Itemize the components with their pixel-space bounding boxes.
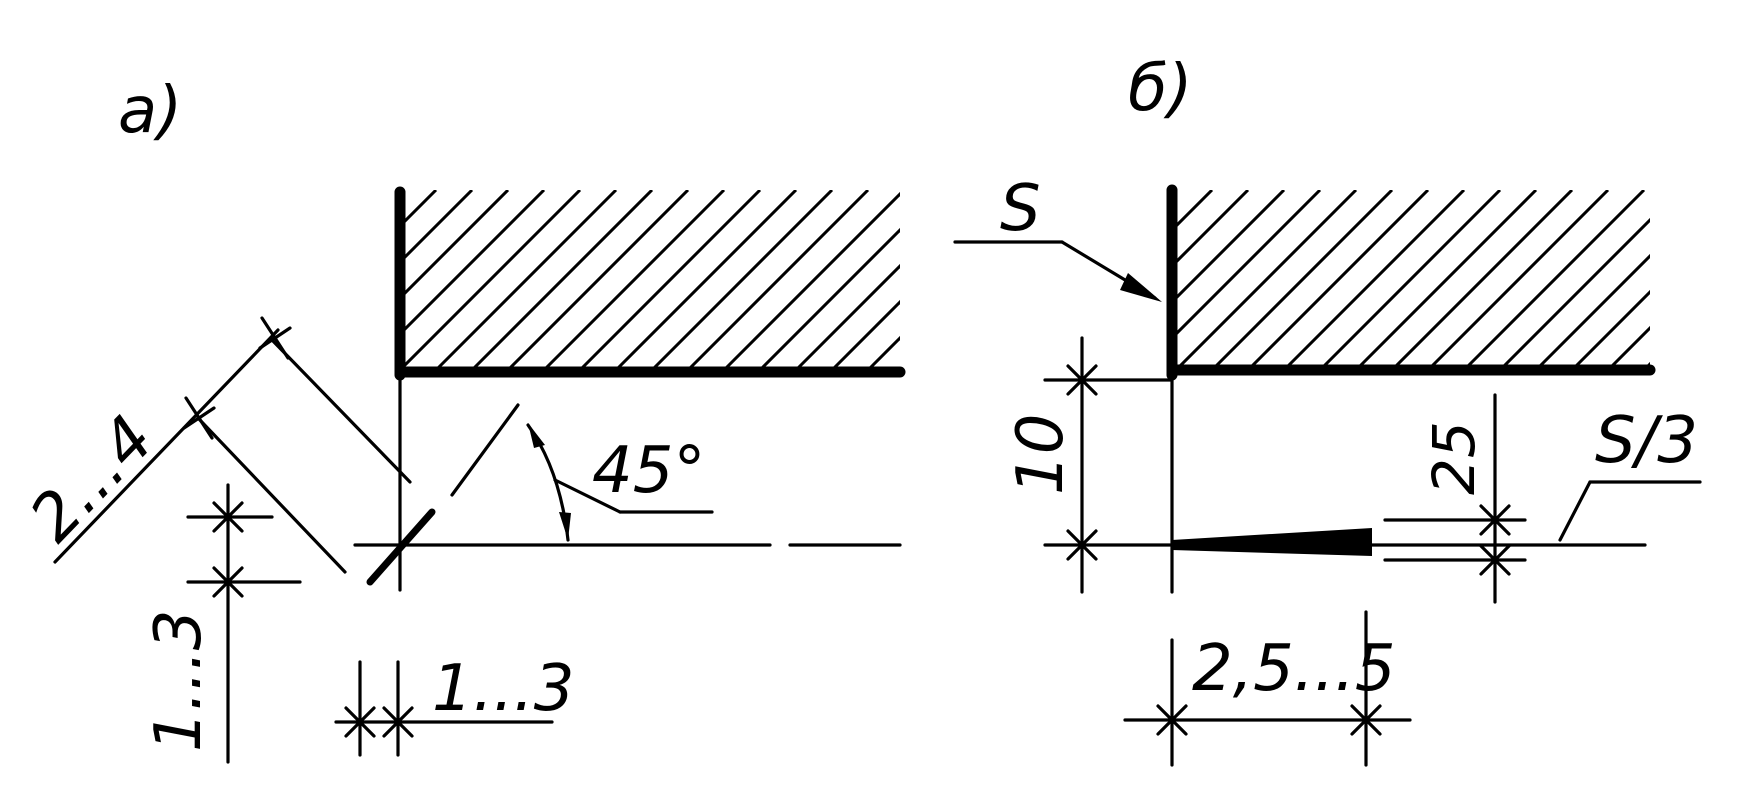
panel-b: б) S 10 25 S/3 xyxy=(953,52,1755,767)
hatch-line xyxy=(400,190,402,193)
hatch-line xyxy=(614,190,798,370)
panel-a-angle-arrow-bottom xyxy=(559,512,571,540)
hatch-line xyxy=(1426,190,1610,370)
hatch-line xyxy=(1680,190,1755,370)
panel-a-vert-text: 1...3 xyxy=(142,610,216,752)
panel-b-wedge xyxy=(1172,528,1372,556)
hatch-line xyxy=(434,190,618,370)
panel-a-horiz-text: 1...3 xyxy=(432,652,574,726)
panel-b-25-tick-1 xyxy=(1479,504,1511,536)
panel-b-10-text: 10 xyxy=(1004,414,1078,495)
hatch-line xyxy=(1534,253,1650,370)
hatch-line xyxy=(578,190,762,370)
hatch-line xyxy=(400,190,546,337)
panel-a-horiz-tick-1 xyxy=(344,706,376,738)
panel-a-45-line xyxy=(450,403,520,497)
hatch-line xyxy=(542,190,726,370)
hatch-line xyxy=(1176,190,1214,229)
hatch-line xyxy=(1176,190,1286,301)
hatch-line xyxy=(506,190,690,370)
hatch-line xyxy=(400,190,474,265)
panel-a: а) 45° 2...4 1...3 xyxy=(16,74,1084,764)
hatch-line xyxy=(866,335,900,370)
hatch-line xyxy=(1570,289,1650,370)
hatch-line xyxy=(1390,190,1574,370)
panel-b-label: б) xyxy=(1128,52,1192,126)
hatch-line xyxy=(1318,190,1502,370)
panel-b-25-tick-2 xyxy=(1479,544,1511,576)
panel-a-ext-line-2 xyxy=(270,338,412,484)
hatch-line xyxy=(400,190,510,301)
hatch-line xyxy=(1462,190,1646,370)
hatch-line xyxy=(686,190,870,370)
panel-b-s3-text: S/3 xyxy=(1595,404,1698,478)
panel-a-bevel-stroke xyxy=(366,508,436,586)
hatch-line xyxy=(1642,361,1650,370)
hatch-line xyxy=(650,190,834,370)
panel-b-horiz-text: 2,5...5 xyxy=(1192,632,1396,706)
panel-a-diag-dim-line xyxy=(53,328,280,564)
hatch-line xyxy=(1176,190,1358,370)
panel-a-vert-tick-2 xyxy=(212,566,244,598)
panel-b-25-text: 25 xyxy=(1420,421,1488,495)
panel-b-s-label: S xyxy=(1000,172,1041,246)
hatch-line xyxy=(1606,325,1650,370)
hatch-line xyxy=(1176,190,1250,265)
panel-a-angle-text: 45° xyxy=(592,434,705,508)
hatch-line xyxy=(1210,190,1394,370)
panel-b-hatched-section xyxy=(1176,190,1755,370)
panel-a-horiz-tick-2 xyxy=(382,706,414,738)
hatch-line xyxy=(1282,190,1466,370)
hatch-line xyxy=(400,190,438,229)
panel-a-tick-1 xyxy=(182,396,216,440)
hatch-line xyxy=(794,263,900,370)
panel-a-angle-leader xyxy=(553,478,622,514)
panel-a-angle-arrow-top xyxy=(528,423,545,448)
panel-b-horiz-tick-2 xyxy=(1350,704,1382,736)
panel-b-horiz-tick-1 xyxy=(1156,704,1188,736)
hatch-line xyxy=(722,191,900,370)
panel-b-10-tick-2 xyxy=(1066,529,1098,561)
hatch-line xyxy=(400,190,582,370)
hatch-line xyxy=(1176,190,1322,337)
hatch-line xyxy=(1498,217,1650,370)
panel-b-s-arrowhead xyxy=(1120,273,1162,302)
panel-a-label: а) xyxy=(118,74,182,148)
panel-b-s3-leader xyxy=(1558,480,1592,542)
panel-a-hatched-section xyxy=(400,190,1084,370)
panel-a-vert-tick-1 xyxy=(212,501,244,533)
panel-a-ext-line-1 xyxy=(196,416,347,574)
panel-a-tick-2 xyxy=(258,316,292,360)
hatch-line xyxy=(1246,190,1430,370)
panel-b-10-tick-1 xyxy=(1066,364,1098,396)
hatch-line xyxy=(758,227,900,370)
hatch-line xyxy=(470,190,654,370)
panel-a-diag-text: 2...4 xyxy=(16,402,168,556)
hatch-line xyxy=(830,299,900,370)
hatch-line xyxy=(1354,190,1538,370)
hatch-line xyxy=(904,190,1084,370)
